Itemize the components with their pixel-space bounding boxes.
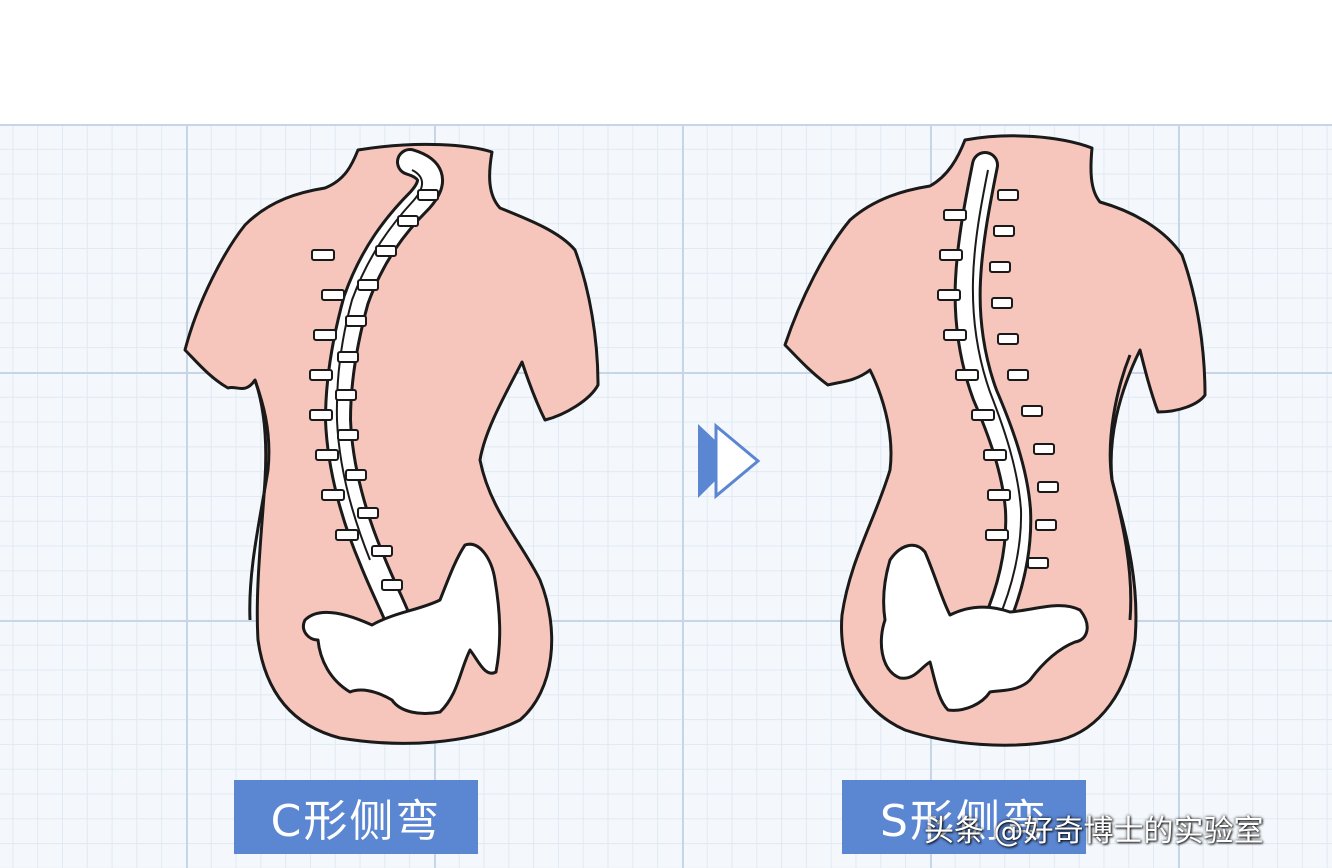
s-spine-bone xyxy=(956,154,1030,636)
s-torso-arm-line xyxy=(1108,354,1133,621)
s-curve-label: S形侧弯 xyxy=(842,780,1086,854)
s-curve-label-text: S形侧弯 xyxy=(880,796,1048,847)
c-pelvis-bone xyxy=(302,542,502,715)
c-vertebra-processes xyxy=(309,189,439,591)
watermark-text: 头条 @好奇博士的实验室 xyxy=(924,814,1264,849)
c-torso-arm-line xyxy=(248,379,271,621)
s-curve-torso xyxy=(783,134,1207,747)
c-curve-label: C形侧弯 xyxy=(234,780,478,854)
top-blank-band xyxy=(0,0,1332,124)
s-spinal-canal xyxy=(971,169,1023,621)
c-curve-label-text: C形侧弯 xyxy=(270,796,442,847)
s-pelvis-bone xyxy=(879,543,1089,712)
arrow-outline-triangle xyxy=(714,422,761,500)
s-vertebra-processes xyxy=(937,189,1059,569)
c-curve-torso xyxy=(183,142,600,745)
